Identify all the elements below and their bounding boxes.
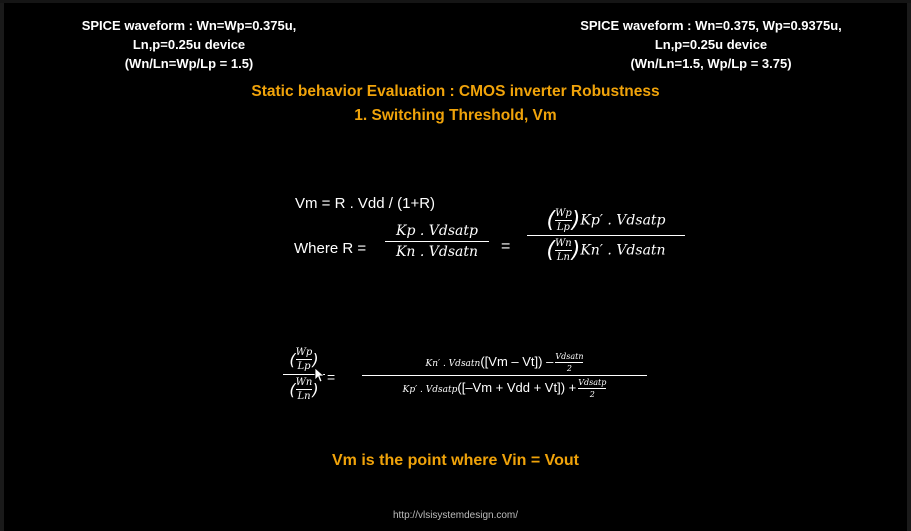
fraction-bar [295, 359, 313, 360]
caption-left-line: SPICE waveform : Wn=Wp=0.375u, [81, 18, 297, 33]
denominator-rest: Kn′ . Vdsatn [580, 242, 666, 259]
rhs-num-minus: – [546, 353, 554, 369]
fraction-bar [385, 241, 489, 242]
numerator-rest: Kp′ . Vdsatp [580, 212, 666, 229]
ratio-top: Wp [295, 347, 313, 358]
rhs-num-expression: ([Vm – Vt]) [480, 353, 543, 369]
ratio-bottom: Lp [297, 361, 311, 372]
mouse-cursor-icon [314, 367, 326, 383]
ratio-bottom: Lp [556, 222, 570, 233]
fraction-bar [555, 220, 572, 221]
paren-left: ( [546, 238, 555, 263]
equation-vm: Vm = R . Vdd / (1+R) [295, 195, 436, 212]
caption-right-line: SPICE waveform : Wn=0.375, Wp=0.9375u, [580, 18, 842, 33]
fraction-bar [283, 374, 325, 375]
sfrac-bottom: 2 [566, 364, 572, 373]
paren-right: ) [571, 238, 581, 263]
caption-right-line: Ln,p=0.25u device [654, 37, 768, 52]
frame-edge-top [0, 0, 911, 3]
rhs-numerator: Kn′ . Vdsatn([Vm – Vt]) –Vdsatn 2 [362, 352, 647, 373]
caption-left-line: (Wn/Ln=Wp/Lp = 1.5) [124, 56, 254, 71]
sfrac-top: Vdsatn [555, 352, 584, 361]
rhs-num-coefficient: Kn′ . Vdsatn [425, 358, 481, 369]
equals-sign: = [501, 238, 511, 255]
fraction-bar [362, 375, 647, 376]
footer-url: http://vlsisystemdesign.com/ [392, 510, 519, 521]
fraction-r-numerator: Kp . Vdsatp [396, 223, 478, 239]
rhs-den-coefficient: Kp′ . Vdsatp [402, 384, 458, 395]
paren-left: ( [546, 208, 556, 233]
sfrac-top: Vdsatp [578, 378, 607, 387]
paren-right: ) [312, 350, 319, 369]
fraction-bar [527, 235, 685, 236]
frame-edge-right [907, 0, 911, 531]
fraction-bar [578, 388, 607, 389]
rhs-denominator: Kp′ . Vdsatp([–Vm + Vdd + Vt]) +Vdsatp 2 [362, 378, 647, 399]
conclusion-text: Vm is the point where Vin = Vout [332, 452, 579, 469]
paren-left: ( [289, 380, 296, 399]
ratio-top: Wp [555, 208, 572, 219]
vdsatn-half: Vdsatn 2 [555, 352, 584, 373]
fraction-bar [295, 389, 313, 390]
slide-subtitle: 1. Switching Threshold, Vm [354, 107, 557, 124]
fraction-bar [555, 362, 584, 363]
caption-right: SPICE waveform : Wn=0.375, Wp=0.9375u, L… [560, 16, 862, 73]
slide-title: Static behavior Evaluation : CMOS invert… [251, 83, 660, 100]
paren-right: ) [571, 208, 581, 233]
where-label: Where R = [294, 240, 367, 257]
rhs-den-plus: + [568, 379, 577, 395]
rhs-den-expression: ([–Vm + Vdd + Vt]) [457, 379, 566, 395]
caption-left-line: Ln,p=0.25u device [132, 37, 246, 52]
caption-right-line: (Wn/Ln=1.5, Wp/Lp = 3.75) [630, 56, 792, 71]
equals-sign: = [327, 369, 336, 385]
paren-left: ( [289, 350, 296, 369]
fraction-bar [555, 250, 572, 251]
sfrac-bottom: 2 [589, 390, 595, 399]
frame-edge-left [0, 0, 4, 531]
fraction-r: Kp . Vdsatp Kn . Vdsatn [385, 223, 489, 260]
ratio-bottom: Ln [556, 252, 570, 263]
paren-right: ) [312, 380, 319, 399]
ratio-top: Wn [555, 238, 572, 249]
vdsatp-half: Vdsatp 2 [578, 378, 607, 399]
caption-left: SPICE waveform : Wn=Wp=0.375u, Ln,p=0.25… [55, 16, 323, 73]
ratio-bottom: Ln [297, 391, 311, 402]
ratio-top: Wn [295, 377, 313, 388]
fraction-r-denominator: Kn . Vdsatn [395, 244, 479, 260]
fraction-switching-threshold: Kn′ . Vdsatn([Vm – Vt]) –Vdsatn 2 Kp′ . V… [362, 352, 647, 399]
